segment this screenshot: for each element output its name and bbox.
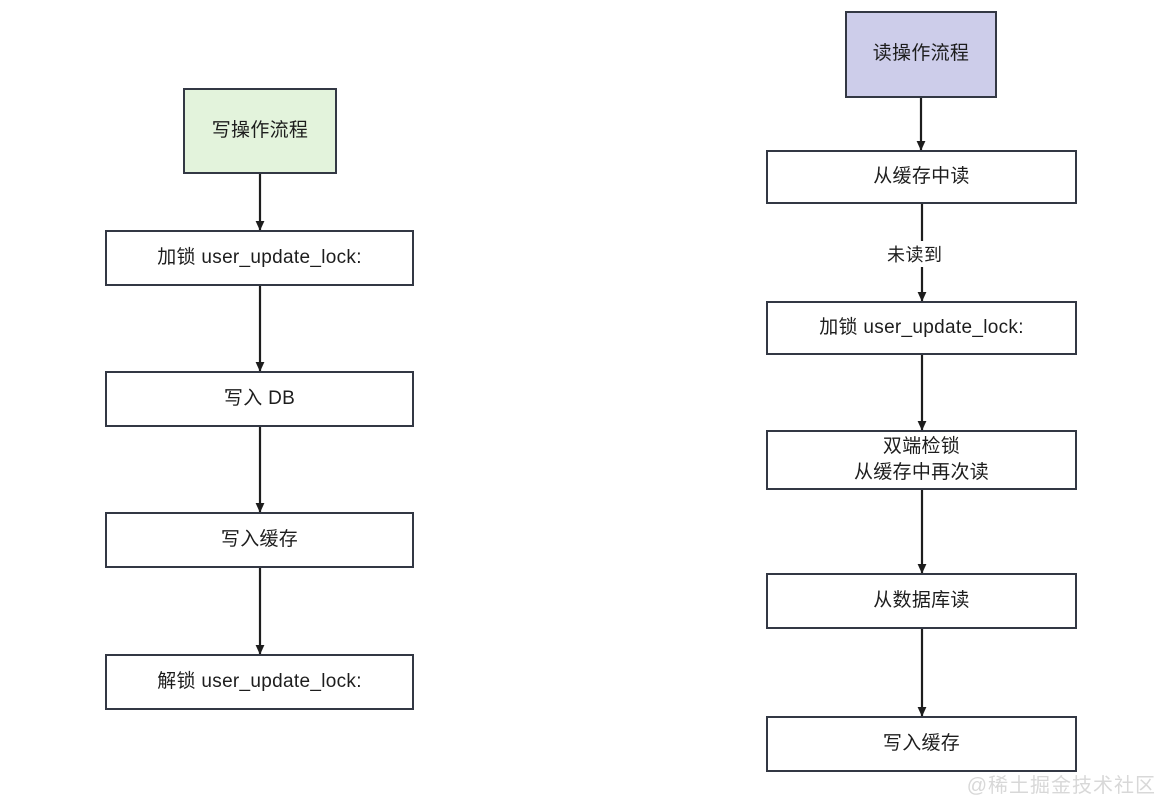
- write-flow-node-w4[interactable]: 写入缓存: [105, 512, 414, 568]
- node-label: 从缓存中读: [873, 165, 970, 187]
- read-flow-start-node[interactable]: 读操作流程: [845, 11, 997, 98]
- node-label: 双端检锁 从缓存中再次读: [853, 435, 990, 483]
- node-label: 解锁 user_update_lock:: [157, 670, 362, 692]
- node-label: 写操作流程: [211, 119, 309, 141]
- node-label: 写入 DB: [223, 387, 296, 409]
- read-flow-node-r2[interactable]: 从缓存中读: [766, 150, 1077, 204]
- write-flow-node-w3[interactable]: 写入 DB: [105, 371, 414, 427]
- write-flow-start-node[interactable]: 写操作流程: [183, 88, 337, 174]
- node-label: 从数据库读: [873, 589, 970, 611]
- read-flow-node-r5[interactable]: 从数据库读: [766, 573, 1077, 629]
- write-flow-node-w5[interactable]: 解锁 user_update_lock:: [105, 654, 414, 710]
- write-flow-node-w2[interactable]: 加锁 user_update_lock:: [105, 230, 414, 286]
- watermark: @稀土掘金技术社区: [966, 775, 1156, 797]
- read-flow-node-r3[interactable]: 加锁 user_update_lock:: [766, 301, 1077, 355]
- node-label: 写入缓存: [882, 732, 961, 754]
- edge-label: 未读到: [884, 241, 946, 267]
- node-label: 写入缓存: [220, 528, 299, 550]
- node-label: 读操作流程: [872, 43, 970, 65]
- read-flow-node-r4[interactable]: 双端检锁 从缓存中再次读: [766, 430, 1077, 490]
- node-label: 加锁 user_update_lock:: [819, 316, 1024, 338]
- node-label: 加锁 user_update_lock:: [157, 246, 362, 268]
- read-flow-node-r6[interactable]: 写入缓存: [766, 716, 1077, 772]
